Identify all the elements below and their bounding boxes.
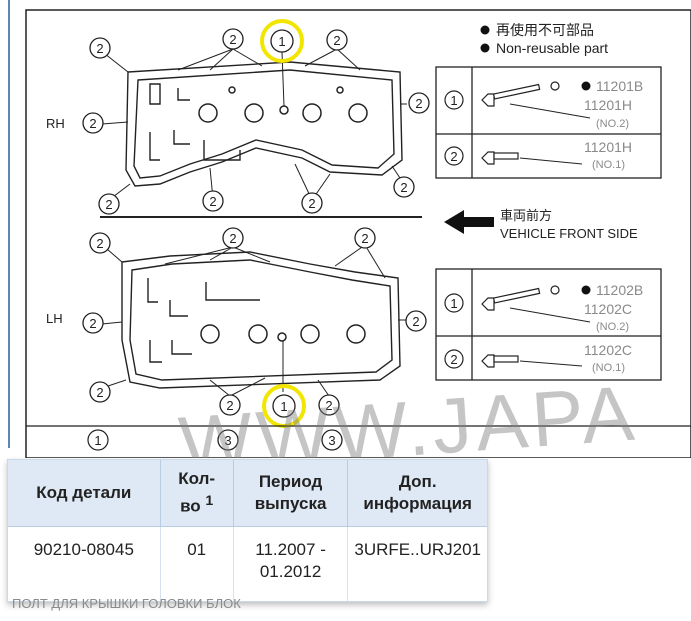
front-arrow-icon [444, 210, 494, 234]
cell-period: 11.2007 - 01.2012 [233, 526, 349, 601]
lh-bolt-box [435, 268, 662, 381]
watermark: WWW.JAPA [176, 369, 641, 458]
legend-bullet-icon [480, 25, 490, 35]
part-info-table: Код детали Кол- во 1 Период выпуска Доп.… [8, 460, 487, 601]
callout-2-icon [222, 227, 244, 249]
cell-part-code[interactable]: 90210-08045 [8, 526, 161, 601]
callout-2-icon [354, 227, 376, 249]
label-rh: RH [46, 116, 65, 131]
lh-short-bolt-icon [481, 354, 519, 368]
rh-cover-outline [125, 61, 403, 187]
callout-2-icon [89, 232, 111, 254]
rh-leader-lines [99, 48, 407, 201]
part-info-table-card: Код детали Кол- во 1 Период выпуска Доп.… [7, 459, 488, 602]
header-qty-footnote: 1 [205, 493, 214, 510]
callout-2-icon [89, 37, 111, 59]
callout-2-icon [408, 92, 430, 114]
header-qty: Кол- во 1 [160, 460, 234, 527]
svg-text:11201H: 11201H [584, 97, 632, 113]
diagram-frame [25, 9, 691, 458]
non-reusable-bullet-icon [581, 285, 591, 295]
svg-text:1: 1 [280, 399, 287, 414]
callout-2-icon [98, 193, 120, 215]
label-lh: LH [46, 311, 63, 326]
legend-ja: 再使用不可部品 [496, 22, 594, 38]
callout-2-icon [82, 312, 104, 334]
table-row[interactable]: 90210-08045 01 11.2007 - 01.2012 3URFE..… [8, 526, 487, 601]
svg-text:1: 1 [450, 296, 457, 311]
callout-2-icon [405, 310, 427, 332]
svg-text:(NO.2): (NO.2) [596, 321, 629, 333]
diagram-svg: 2 3 再使用不可部品 Non-reusable part RH LH [25, 9, 691, 458]
legend-en: Non-reusable part [496, 40, 608, 56]
page-edge-line [8, 0, 10, 448]
lh-cover-outline [121, 251, 401, 389]
svg-text:2: 2 [450, 352, 457, 367]
svg-text:11202C: 11202C [584, 301, 632, 317]
svg-text:2: 2 [450, 149, 457, 164]
parts-diagram: 2 3 再使用不可部品 Non-reusable part RH LH [25, 9, 691, 458]
rh-bolt-box [435, 66, 662, 179]
svg-text:11201B: 11201B [596, 78, 643, 94]
legend-bullet-icon [480, 43, 490, 53]
rh-short-bolt-icon [481, 151, 519, 165]
front-ja: 車両前方 [500, 208, 552, 223]
non-reusable-bullet-icon [581, 81, 591, 91]
rh-cover-holes [198, 86, 368, 123]
header-extra-info: Доп. информация [347, 460, 487, 527]
svg-text:1: 1 [450, 93, 457, 108]
svg-text:11202B: 11202B [596, 282, 643, 298]
lh-long-bolt-icon [481, 285, 560, 311]
rh-long-bolt-icon [481, 81, 560, 107]
callout-2-icon [393, 176, 415, 198]
cell-extra-info: 3URFE..URJ201 [354, 540, 481, 559]
svg-text:(NO.2): (NO.2) [596, 118, 629, 130]
callout-2-icon [301, 192, 323, 214]
svg-text:1: 1 [94, 433, 101, 448]
callout-2-icon [202, 190, 224, 212]
callout-1-icon [270, 29, 294, 53]
svg-text:(NO.1): (NO.1) [592, 362, 625, 374]
table-header-row: Код детали Кол- во 1 Период выпуска Доп.… [8, 460, 487, 527]
front-en: VEHICLE FRONT SIDE [500, 226, 638, 241]
callout-1-icon [272, 394, 296, 418]
callout-2-icon [326, 29, 348, 51]
lh-cover-holes [200, 324, 366, 344]
callout-2-icon [222, 28, 244, 50]
partial-caption: ПОЛТ ДЛЯ КРЫШКИ ГОЛОВКИ БЛОК [12, 599, 241, 611]
svg-text:11202C: 11202C [584, 342, 632, 358]
callout-2-icon [82, 112, 104, 134]
svg-text:1: 1 [278, 34, 285, 49]
svg-text:11201H: 11201H [584, 139, 632, 155]
highlight-ring-rh [260, 19, 304, 63]
svg-text:(NO.1): (NO.1) [592, 159, 625, 171]
cell-qty: 01 [160, 526, 234, 601]
header-period: Период выпуска [233, 460, 349, 527]
header-part-code: Код детали [8, 460, 161, 527]
callout-2-icon [89, 381, 111, 403]
